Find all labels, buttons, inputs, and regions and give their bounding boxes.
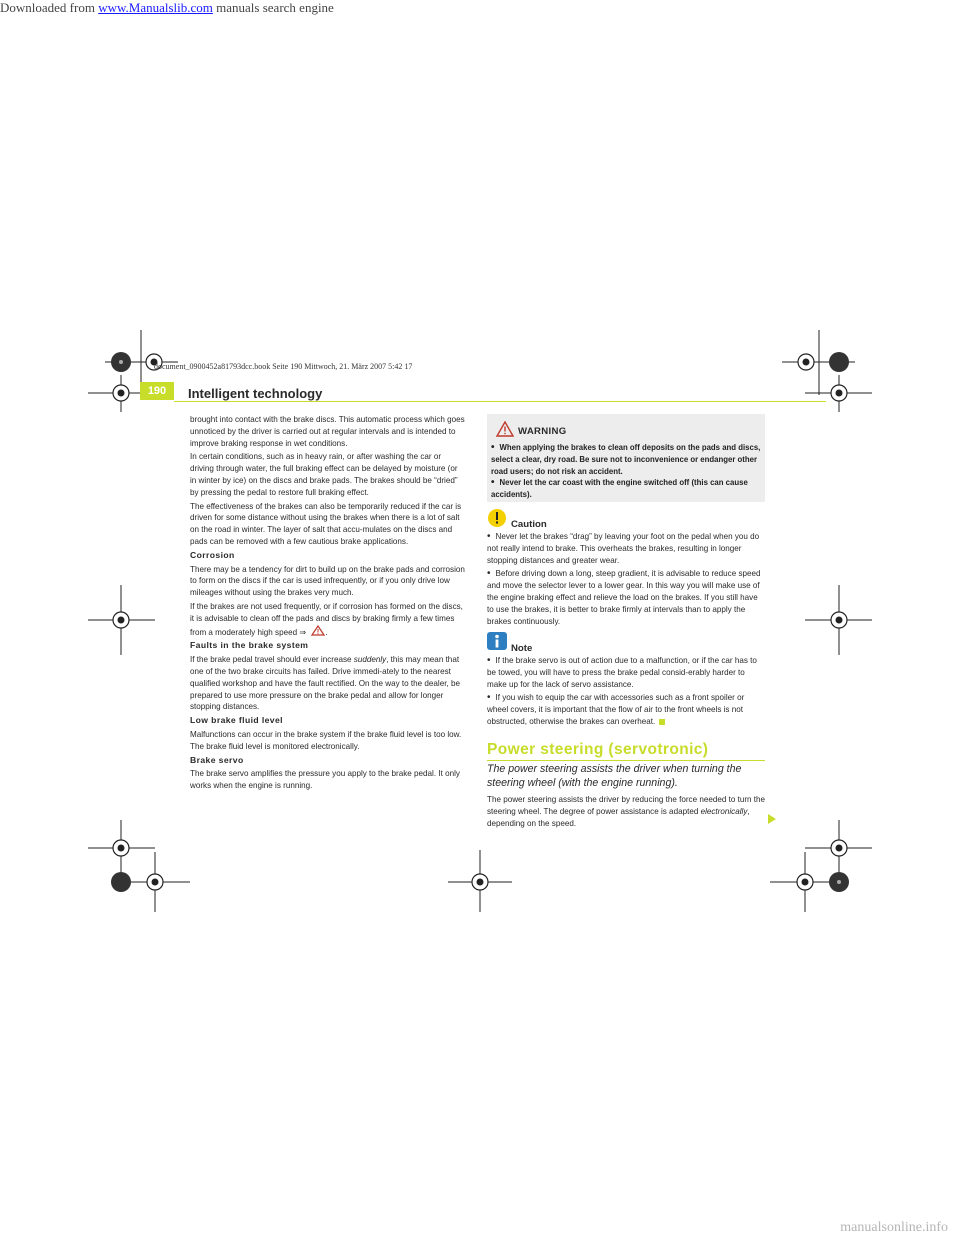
body-text: The power steering assists the driver by… [487, 795, 766, 816]
info-icon [487, 632, 507, 650]
next-page-arrow-icon[interactable] [767, 813, 777, 825]
corrosion-heading: Corrosion [190, 549, 235, 560]
end-marker [659, 718, 666, 725]
faults-text-cont: , this may mean that one of the two brak… [190, 655, 460, 712]
warning-item: When applying the brakes to clean off de… [491, 442, 763, 477]
faults-emphasis: suddenly [353, 655, 387, 665]
caution-item: Before driving down a long, steep gradie… [487, 568, 765, 627]
paragraph: If the brake pedal travel should ever in… [190, 654, 466, 713]
exclamation-icon [488, 509, 506, 527]
watermark: manualsonline.info [840, 1220, 948, 1235]
body-text-cont: , depending on the speed. [487, 806, 750, 828]
title-rule [487, 760, 765, 761]
paragraph: There may be a tendency for dirt to buil… [190, 564, 465, 598]
warning-title: WARNING [518, 426, 567, 437]
paragraph: Malfunctions can occur in the brake syst… [190, 729, 462, 751]
paragraph: In certain conditions, such as in heavy … [190, 452, 458, 497]
note-item-text: If you wish to equip the car with access… [487, 693, 745, 726]
power-steering-title: Power steering (servotronic) [487, 741, 709, 758]
power-steering-intro: The power steering assists the driver wh… [487, 763, 742, 789]
banner-prefix: Downloaded from [0, 0, 95, 15]
caution-item: Never let the brakes “drag” by leaving y… [487, 531, 765, 566]
faults-text: If the brake pedal travel should ever in… [190, 655, 354, 665]
warning-text: When applying the brakes to clean off de… [491, 442, 763, 501]
paragraph: brought into contact with the brake disc… [190, 415, 465, 448]
download-banner: Downloaded from www.Manualslib.com manua… [0, 0, 334, 16]
servo-heading: Brake servo [190, 754, 244, 765]
caution-title: Caution [511, 519, 547, 530]
header-rule [174, 401, 826, 402]
page-number: 190 [140, 382, 174, 400]
note-item: If the brake servo is out of action due … [487, 655, 765, 690]
note-title: Note [511, 643, 533, 654]
warning-triangle-icon [496, 421, 514, 437]
warning-triangle-icon[interactable] [311, 624, 326, 636]
caution-list: Never let the brakes “drag” by leaving y… [487, 531, 765, 629]
body-emphasis: electronically [700, 806, 748, 816]
paragraph: The brake servo amplifies the pressure y… [190, 769, 460, 791]
left-column: brought into contact with the brake disc… [190, 414, 466, 794]
note-list: If the brake servo is out of action due … [487, 655, 765, 730]
warning-item: Never let the car coast with the engine … [491, 477, 763, 501]
book-info-line: document_0900452a81793dcc.book Seite 190… [154, 362, 413, 371]
corrosion-text: If the brakes are not used frequently, o… [190, 601, 463, 637]
paragraph: The effectiveness of the brakes can also… [190, 501, 462, 546]
manualslib-link[interactable]: www.Manualslib.com [98, 0, 213, 15]
banner-suffix: manuals search engine [216, 0, 334, 15]
paragraph: If the brakes are not used frequently, o… [190, 601, 463, 637]
fluid-heading: Low brake fluid level [190, 715, 283, 726]
power-steering-body: The power steering assists the driver by… [487, 794, 767, 829]
section-title: Intelligent technology [188, 386, 323, 401]
faults-heading: Faults in the brake system [190, 640, 309, 651]
note-item: If you wish to equip the car with access… [487, 692, 765, 727]
